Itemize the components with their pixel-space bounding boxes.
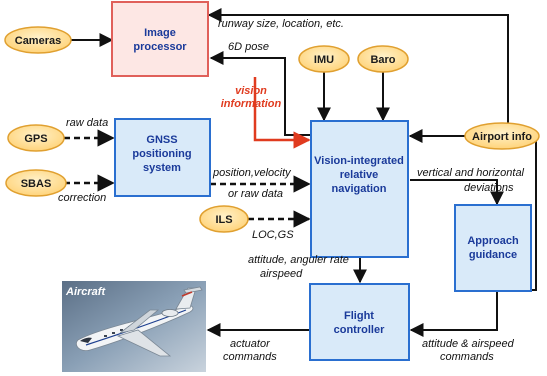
label-deviations: deviations [464,182,514,194]
label-raw-data: raw data [66,117,108,129]
gps-oval [7,124,65,152]
label-position-velocity: position,velocity [212,167,292,179]
oval-baro: Baro [357,45,409,73]
aircraft-picture: Aircraft [62,281,206,372]
oval-cameras: Cameras [4,26,72,54]
vision-nav-label-1: Vision-integrated [314,155,404,167]
edge-approach-to-flight-controller [409,292,498,337]
sbas-label: SBAS [21,178,52,190]
oval-imu: IMU [298,45,350,73]
aircraft-jet-icon [75,286,203,357]
vision-nav-box [310,120,409,258]
vision-nav-label-3: navigation [331,183,386,195]
sbas-oval [5,169,67,197]
label-vertical-horizontal: vertical and horizontal [417,167,525,179]
cameras-label: Cameras [15,35,61,47]
label-attitude-airspeed: attitude & airspeed [422,338,515,350]
label-runway-size: runway size, location, etc. [218,18,344,30]
aircraft-label: Aircraft [65,286,106,298]
node-gnss: GNSS positioning system [114,118,211,197]
label-correction: correction [58,192,106,204]
label-attitude-rate: attitude, anguler rate [248,254,349,266]
ils-label: ILS [215,214,232,226]
approach-label-1: Approach [467,235,519,247]
edge-airport-to-image-processor [207,8,509,125]
flight-controller-label-1: Flight [344,310,374,322]
label-or-raw-data: or raw data [228,188,283,200]
gnss-label-1: GNSS [146,134,177,146]
gnss-label-2: positioning [132,148,191,160]
label-loc-gs: LOC,GS [252,229,294,241]
ils-oval [199,205,249,233]
node-approach: Approach guidance [454,204,532,292]
oval-gps: GPS [7,124,65,152]
edge-vision-nav-to-approach [410,179,504,206]
image-processor-label-2: processor [133,41,187,53]
node-flight-controller: Flight controller [309,283,410,361]
label-commands-approach: commands [440,351,494,363]
image-processor-box [111,1,209,77]
gnss-box [114,118,211,197]
imu-oval [298,45,350,73]
vision-nav-label-2: relative [340,169,379,181]
flight-controller-box [309,283,410,361]
flight-controller-label-2: controller [334,324,385,336]
approach-box [454,204,532,292]
label-6d-pose: 6D pose [228,41,269,53]
airport-info-label: Airport info [472,131,532,143]
edge-vision-information [253,77,311,149]
imu-label: IMU [314,54,334,66]
label-vision-information-2: information [221,98,282,110]
node-image-processor: Image processor [111,1,209,77]
oval-airport-info: Airport info [464,122,540,150]
approach-label-2: guidance [469,249,517,261]
baro-label: Baro [370,54,395,66]
edge-airport-to-approach [531,136,537,291]
label-actuator: actuator [230,338,271,350]
gnss-label-3: system [143,162,181,174]
gps-label: GPS [24,133,47,145]
label-airspeed: airspeed [260,268,303,280]
label-vision-information-1: vision [235,85,267,97]
cameras-oval [4,26,72,54]
node-vision-nav: Vision-integrated relative navigation [310,120,409,258]
oval-sbas: SBAS [5,169,67,197]
label-commands-actuator: commands [223,351,277,363]
image-processor-label-1: Image [144,27,176,39]
oval-ils: ILS [199,205,249,233]
baro-oval [357,45,409,73]
airport-info-oval [464,122,540,150]
